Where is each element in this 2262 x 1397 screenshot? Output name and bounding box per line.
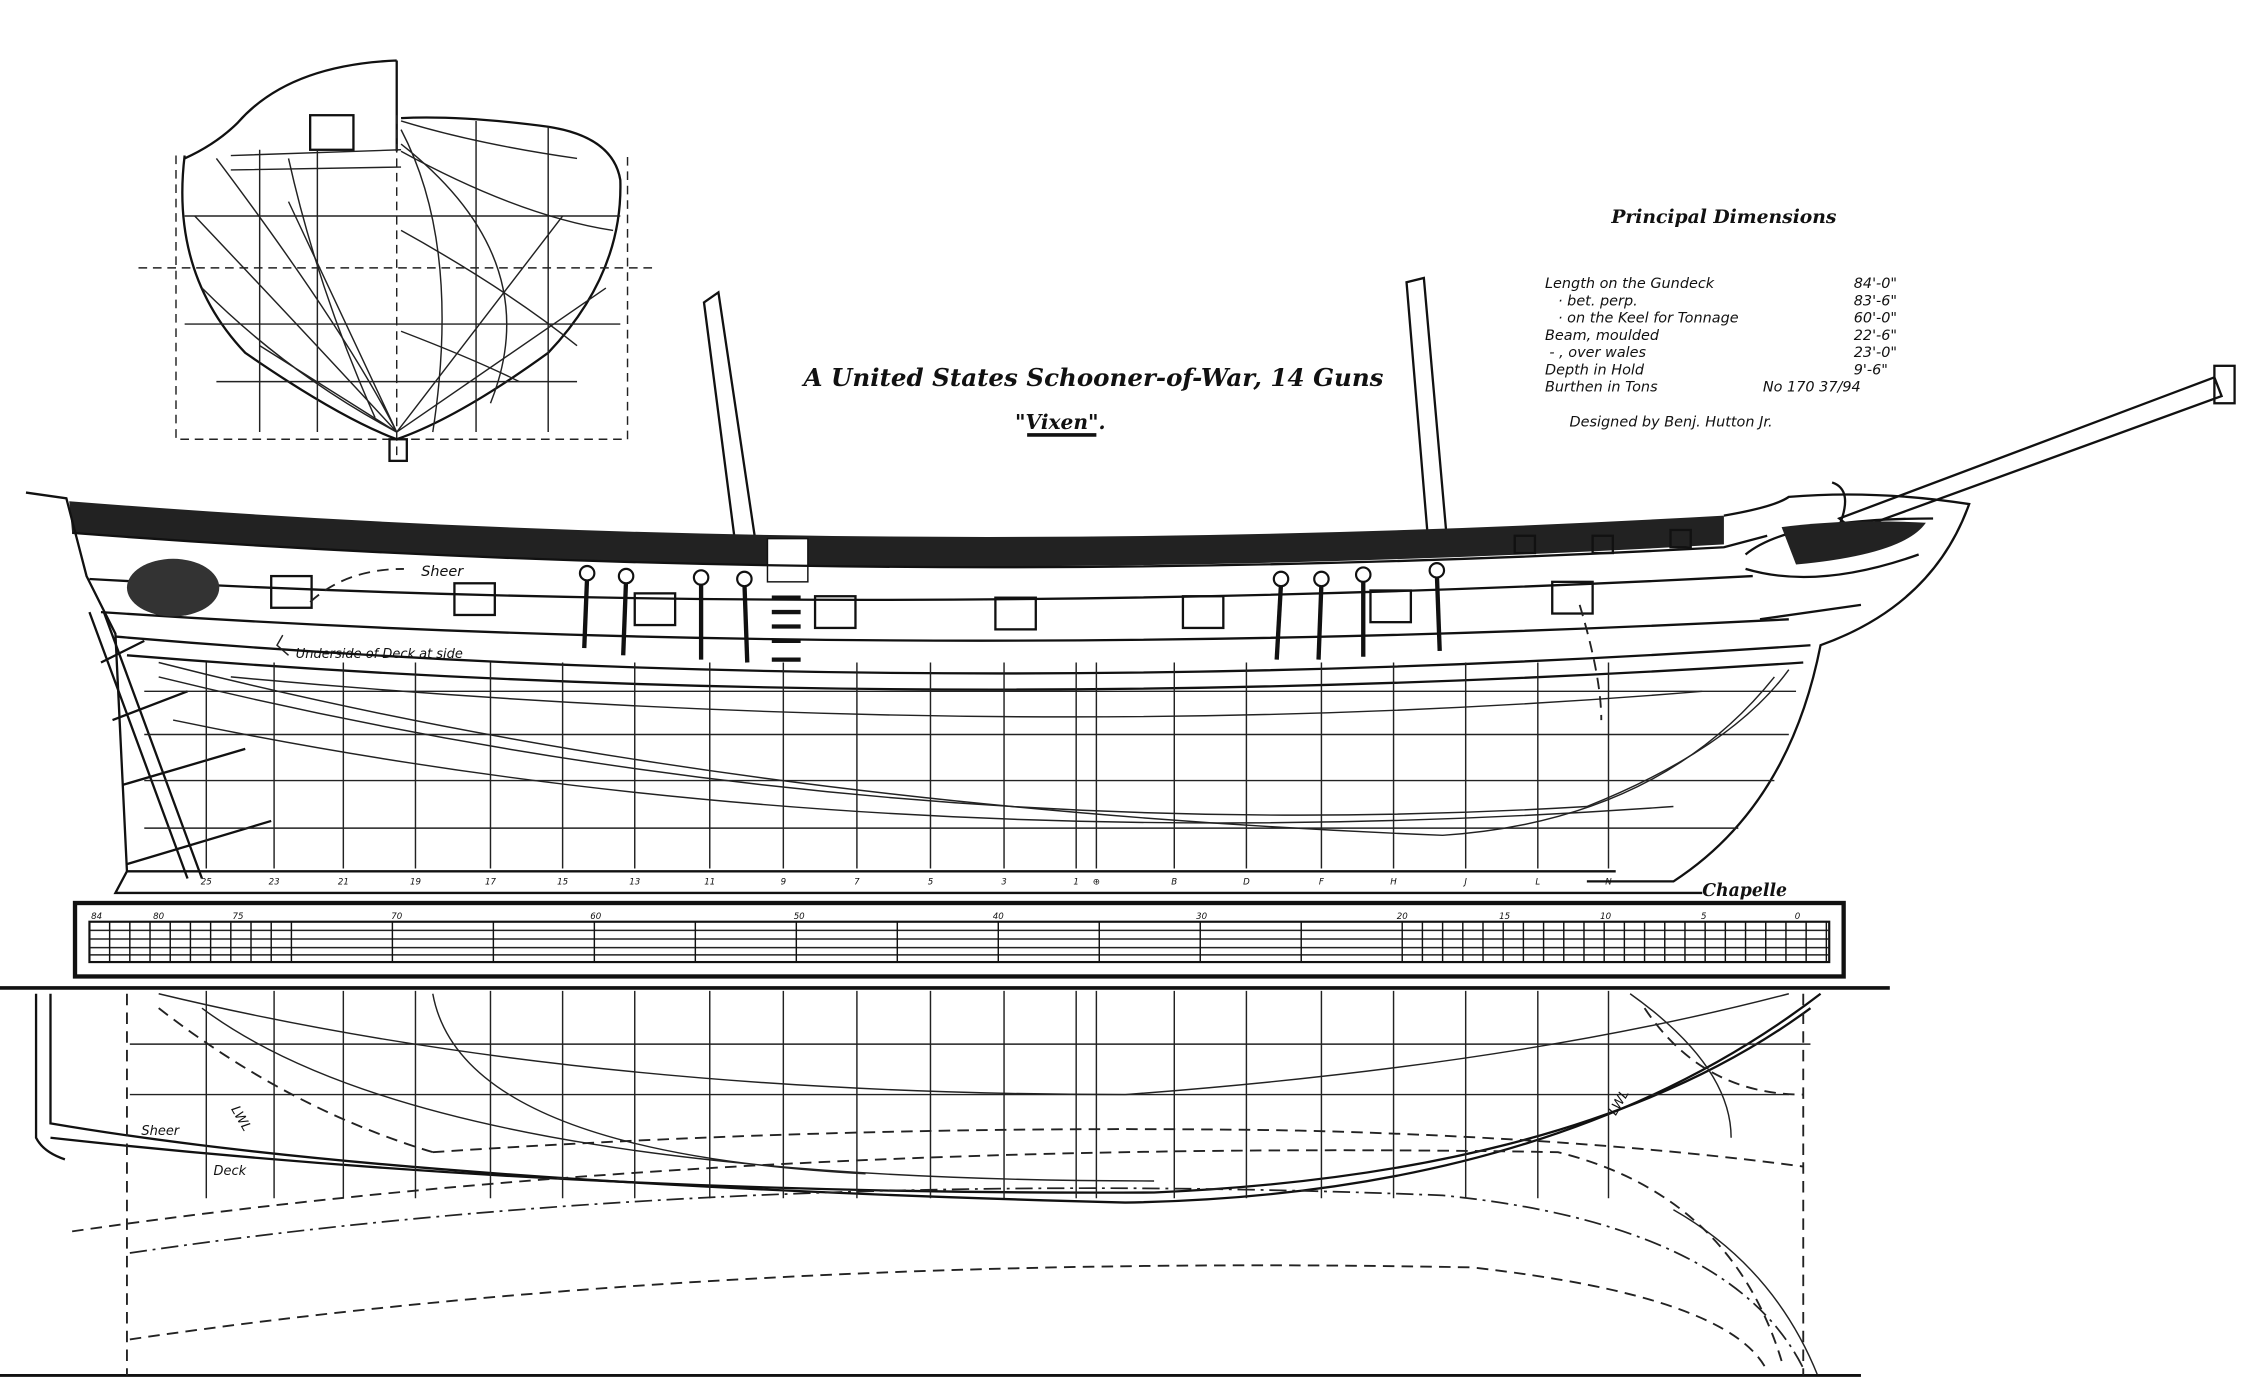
foremast: [702, 290, 758, 549]
half-deck-label: Deck: [214, 1164, 247, 1179]
dim-label: Depth in Hold: [1545, 362, 1645, 378]
sheer-plan: Sheer Underside of Deck at side Chapelle…: [25, 276, 2236, 901]
ship-name: "Vixen".: [1015, 410, 1106, 434]
station-label: 9: [781, 877, 787, 887]
station-label: 21: [338, 877, 349, 887]
gunports: [270, 528, 1692, 631]
station-label: D: [1243, 877, 1250, 887]
scale-label: 50: [794, 912, 805, 922]
scale-label: 75: [233, 912, 244, 922]
station-label: N: [1605, 877, 1612, 887]
scale-label: 10: [1600, 912, 1611, 922]
principal-dimensions: Principal Dimensions Length on the Gunde…: [1545, 206, 1897, 430]
mainmast: [1405, 276, 1449, 543]
lwl-aft-label: LWL: [227, 1103, 253, 1134]
dim-value: 9'-6": [1854, 362, 1888, 378]
station-label: 1: [1073, 877, 1079, 887]
station-label: 17: [485, 877, 496, 887]
scale-label: 20: [1397, 912, 1408, 922]
bulwark-interior: [69, 501, 1724, 567]
dim-label: · on the Keel for Tonnage: [1558, 311, 1739, 327]
station-label: B: [1171, 877, 1177, 887]
half-sheer-label: Sheer: [141, 1124, 179, 1139]
scale-label: 5: [1701, 912, 1707, 922]
dim-value: 84'-0": [1854, 276, 1897, 292]
station-label: H: [1390, 877, 1397, 887]
underside-deck-label: Underside of Deck at side: [296, 647, 463, 662]
station-label: J: [1462, 877, 1467, 887]
scale-label: 84: [91, 912, 102, 922]
stern-carving: [126, 558, 220, 617]
dim-label: Beam, moulded: [1545, 328, 1660, 344]
station-label: F: [1319, 877, 1325, 887]
station-label: 19: [410, 877, 421, 887]
bowsprit-cap: [2213, 364, 2236, 405]
station-label: L: [1535, 877, 1540, 887]
signature: Chapelle: [1702, 881, 1787, 901]
station-label: 3: [1001, 877, 1007, 887]
station-label: 15: [557, 877, 568, 887]
scale-label: 40: [993, 912, 1004, 922]
station-label: ⊕: [1093, 877, 1100, 887]
scale-label: 30: [1196, 912, 1207, 922]
dim-label: Length on the Gundeck: [1545, 276, 1715, 292]
drawing-title: A United States Schooner-of-War, 14 Guns: [801, 363, 1383, 392]
dim-value: 83'-6": [1854, 293, 1897, 309]
body-plan: [138, 59, 657, 463]
scale-label: 80: [153, 912, 164, 922]
dim-value: 22'-6": [1854, 328, 1897, 344]
station-label: 5: [928, 877, 934, 887]
scale-label: 70: [391, 912, 402, 922]
scale-label: 15: [1499, 912, 1510, 922]
dimensions-heading: Principal Dimensions: [1610, 206, 1837, 228]
scale-label: 60: [590, 912, 601, 922]
half-breadth-plan: Sheer Deck LWL LWL: [0, 986, 1890, 1377]
station-label: 23: [269, 877, 280, 887]
dim-label: · bet. perp.: [1558, 293, 1638, 309]
dim-value: 60'-0": [1854, 311, 1897, 327]
sheer-label: Sheer: [421, 564, 464, 580]
chainplates: [582, 573, 1442, 663]
dim-label: - , over wales: [1549, 345, 1646, 361]
dim-value: No 170 37/94: [1763, 380, 1861, 396]
station-label: 7: [854, 877, 860, 887]
designer-credit: Designed by Benj. Hutton Jr.: [1570, 414, 1773, 430]
bowsprit: [1837, 375, 2224, 532]
dim-value: 23'-0": [1854, 345, 1897, 361]
station-label: 13: [629, 877, 640, 887]
dim-label: Burthen in Tons: [1545, 380, 1658, 396]
scale-label: 0: [1795, 912, 1801, 922]
station-label: 11: [704, 877, 715, 887]
station-label: 25: [201, 877, 212, 887]
